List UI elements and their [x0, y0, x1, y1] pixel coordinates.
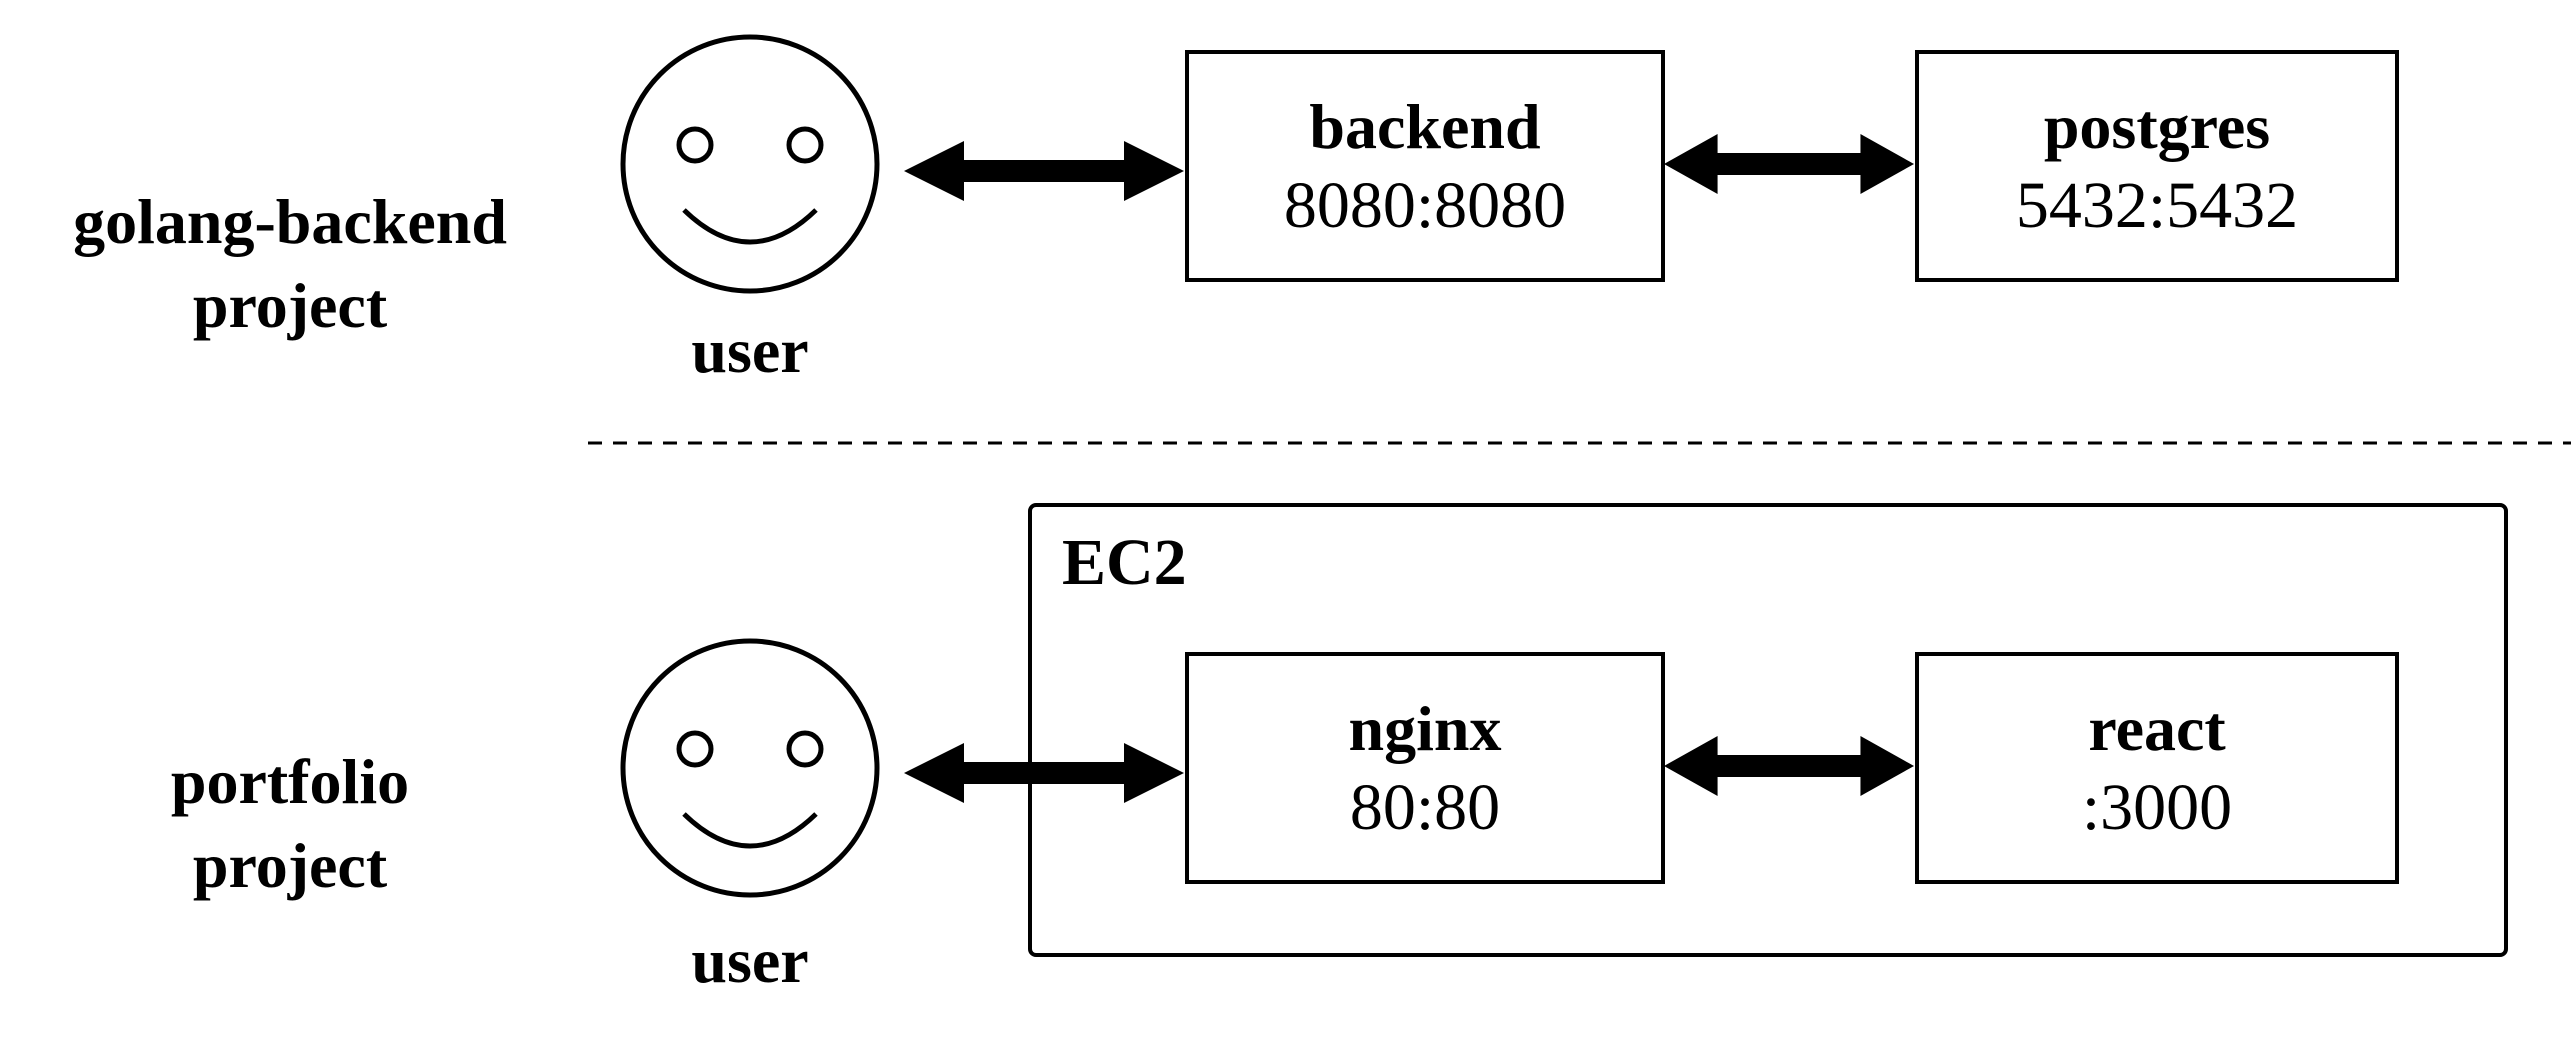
node-name: nginx [1348, 693, 1502, 764]
node-name: react [2088, 693, 2226, 764]
project-label-line2: project [192, 270, 388, 341]
smiley-face-icon [620, 34, 880, 294]
double-arrow-icon [1664, 736, 1915, 796]
node-name: backend [1309, 91, 1541, 162]
ec2-container [1028, 503, 2508, 957]
project-label-line1: golang-backend [73, 186, 507, 257]
smiley-face-icon [620, 638, 880, 898]
project-label-line2: project [192, 830, 388, 901]
double-arrow-icon [1664, 134, 1915, 194]
project-label-line1: portfolio [170, 746, 410, 817]
double-arrow-icon [904, 141, 1184, 201]
node-backend: backend 8080:8080 [1185, 50, 1665, 282]
project-label-portfolio: portfolio project [10, 740, 570, 908]
user-label: user [691, 925, 809, 996]
project-label-golang-backend: golang-backend project [10, 180, 570, 348]
node-port: 8080:8080 [1283, 169, 1567, 242]
user-label: user [691, 315, 809, 386]
ec2-container-label: EC2 [1062, 526, 1187, 599]
node-port: 80:80 [1349, 771, 1501, 844]
node-port: :3000 [2081, 771, 2233, 844]
double-arrow-icon [904, 743, 1184, 803]
node-nginx: nginx 80:80 [1185, 652, 1665, 884]
node-postgres: postgres 5432:5432 [1915, 50, 2399, 282]
node-name: postgres [2043, 91, 2271, 162]
node-react: react :3000 [1915, 652, 2399, 884]
node-port: 5432:5432 [2015, 169, 2299, 242]
